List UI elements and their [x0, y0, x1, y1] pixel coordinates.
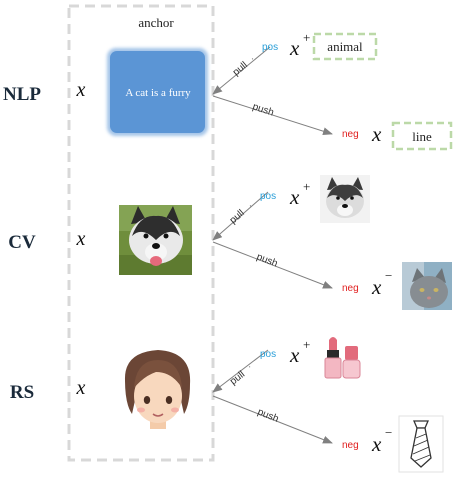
rs-neg-tie-icon: [398, 415, 444, 473]
cv-anchor-dog-image: [119, 205, 192, 275]
rs-neg-var: x: [371, 432, 382, 456]
rs-neg-sup: −: [385, 425, 392, 440]
rs-pull-dots: ·: [245, 362, 254, 373]
row-label-nlp: NLP: [3, 84, 41, 105]
rs-pull-arrow: [212, 349, 269, 393]
nlp-pos-item-text: animal: [327, 39, 363, 54]
nlp-pos-label: pos: [262, 42, 278, 53]
rs-anchor-user-avatar: [124, 350, 191, 429]
rs-neg-label: neg: [342, 440, 359, 451]
cv-neg-cat-image: [402, 262, 452, 310]
cv-pos-sup: +: [303, 179, 310, 194]
nlp-pos-sup: +: [303, 30, 310, 45]
nlp-pull-dots: ·: [248, 54, 258, 65]
nlp-anchor-box: [110, 51, 205, 133]
rs-push-label: push: [256, 407, 280, 425]
rs-push-arrow: [212, 395, 333, 444]
cv-neg-label: neg: [342, 283, 359, 294]
row-var-rs: x: [76, 377, 86, 399]
cv-push-arrow: [212, 241, 333, 289]
cv-neg-sup: −: [385, 268, 392, 283]
nlp-neg-var: x: [371, 122, 382, 146]
nlp-anchor-text: A cat is a furry: [125, 87, 191, 99]
cv-pull-dots: ·: [246, 201, 256, 211]
rs-pos-label: pos: [260, 349, 276, 360]
nlp-neg-item-box: [391, 121, 453, 151]
nlp-pos-item-box: [312, 32, 378, 61]
rs-pull-label: pull: [228, 369, 247, 387]
rs-pos-var: x: [289, 343, 300, 367]
anchor-label: anchor: [138, 15, 174, 30]
nlp-pull-label: pull: [231, 60, 250, 78]
cv-pull-label: pull: [228, 208, 247, 227]
nlp-pos-var: x: [289, 36, 300, 60]
row-var-nlp: x: [76, 79, 86, 101]
row-var-cv: x: [76, 228, 86, 250]
row-label-cv: CV: [8, 232, 36, 253]
rs-pos-sup: +: [303, 337, 310, 352]
nlp-neg-label: neg: [342, 129, 359, 140]
nlp-push-label: push: [251, 101, 275, 118]
cv-push-label: push: [255, 252, 279, 270]
cv-neg-var: x: [371, 275, 382, 299]
nlp-neg-item-text: line: [412, 129, 432, 144]
cv-pull-arrow: [212, 191, 269, 241]
nlp-push-arrow: [212, 95, 333, 136]
row-label-rs: RS: [10, 382, 34, 403]
nlp-pull-arrow: [212, 46, 271, 95]
cv-pos-var: x: [289, 185, 300, 209]
rs-pos-lipstick-icon: [324, 337, 361, 379]
cv-pos-dog-image: [320, 175, 370, 223]
cv-pos-label: pos: [260, 191, 276, 202]
